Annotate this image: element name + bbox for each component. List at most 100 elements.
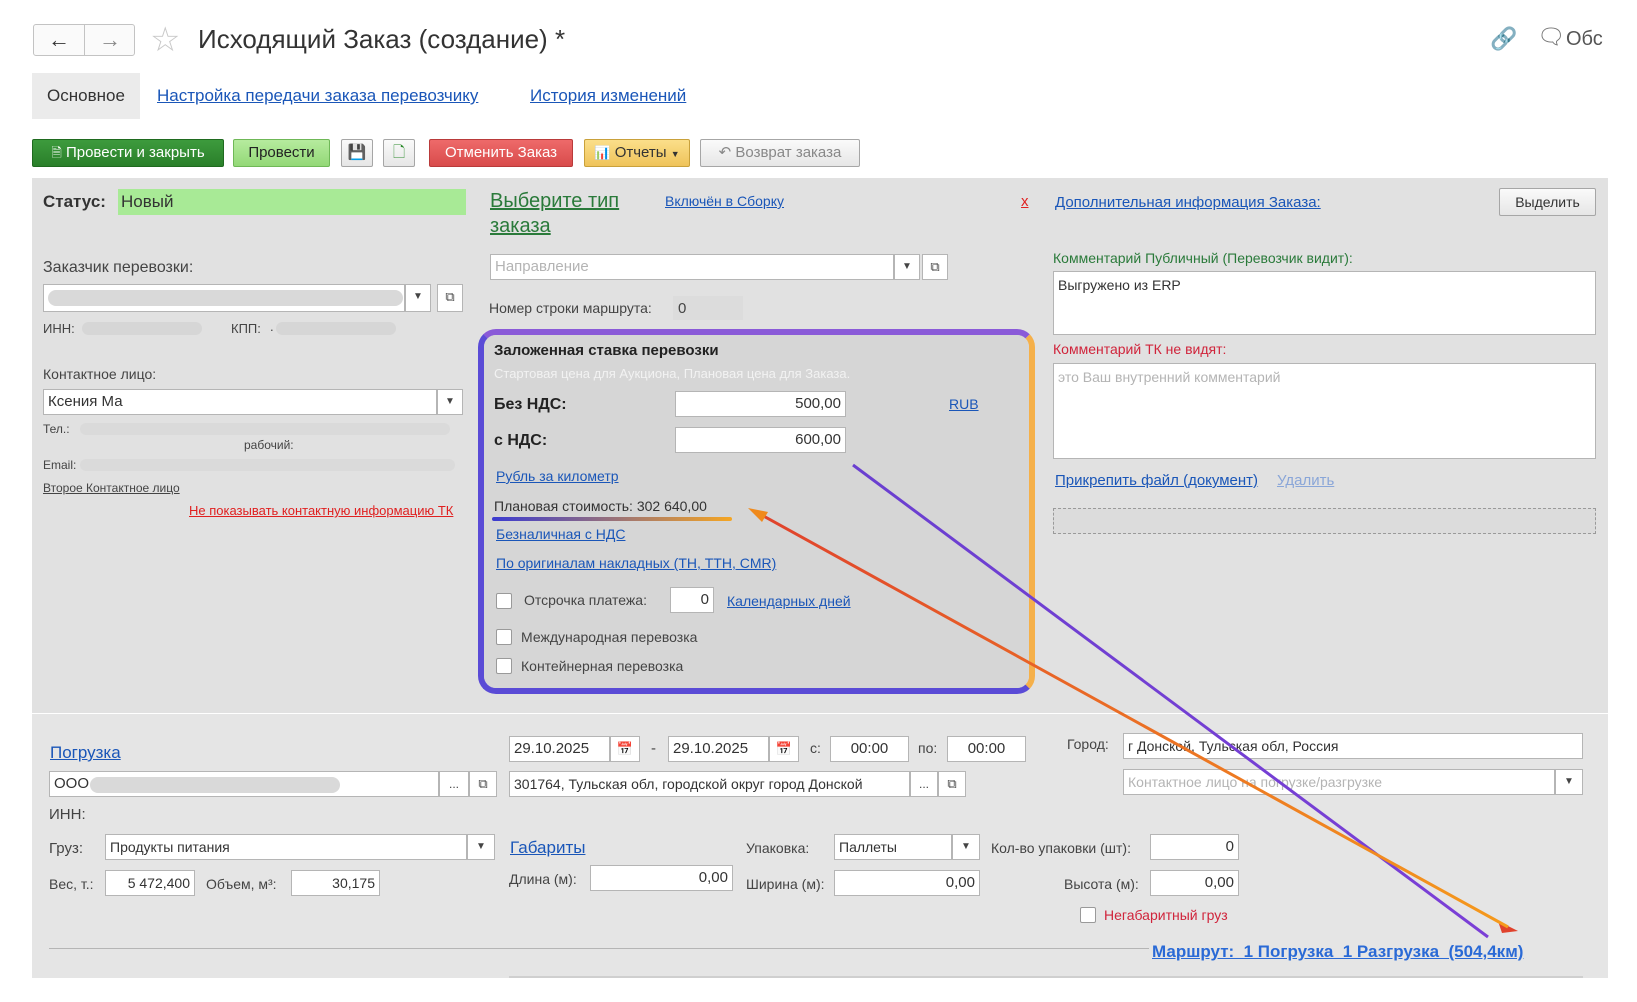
payment-deferral-checkbox[interactable] — [496, 593, 512, 609]
time-from-input[interactable]: 00:00 — [830, 736, 909, 762]
container-checkbox[interactable] — [496, 658, 512, 674]
oversize-checkbox[interactable] — [1080, 907, 1096, 923]
work-phone-label: рабочий: — [244, 438, 294, 452]
post-and-close-button[interactable]: 🗎 Провести и закрыть — [32, 139, 224, 167]
tab-main[interactable]: Основное — [32, 73, 140, 119]
extra-info-link[interactable]: Дополнительная информация Заказа: — [1055, 194, 1321, 211]
date-from-calendar-button[interactable]: 📅 — [610, 736, 640, 762]
reports-label: Отчеты — [614, 144, 667, 161]
email-redacted — [80, 459, 455, 471]
copy-button[interactable]: 🗋 — [383, 139, 415, 167]
loading-company-select-button[interactable]: ... — [439, 771, 469, 797]
phone-label: Тел.: — [43, 422, 70, 436]
currency-link[interactable]: RUB — [949, 396, 979, 412]
packing-field[interactable]: Паллеты — [834, 834, 952, 860]
copy-document-icon: 🗋 — [392, 144, 406, 161]
customer-dropdown-button[interactable]: ▼ — [405, 284, 431, 312]
route-row-label: Номер строки маршрута: — [489, 300, 652, 316]
hide-contacts-link[interactable]: Не показывать контактную информацию ТК — [189, 503, 454, 518]
vat-input[interactable]: 600,00 — [675, 427, 846, 453]
rate-subtitle: Стартовая цена для Аукциона, Плановая це… — [494, 366, 851, 381]
loading-contact-dropdown-button[interactable]: ▼ — [1555, 769, 1583, 795]
volume-input[interactable]: 30,175 — [291, 870, 380, 896]
length-input[interactable]: 0,00 — [590, 865, 733, 891]
tab-history[interactable]: История изменений — [530, 86, 687, 105]
time-to-input[interactable]: 00:00 — [947, 736, 1026, 762]
loading-link[interactable]: Погрузка — [50, 743, 121, 762]
cargo-dropdown-button[interactable]: ▼ — [467, 834, 495, 860]
packing-count-input[interactable]: 0 — [1150, 834, 1239, 860]
public-comment-textarea[interactable]: Выгружено из ERP — [1053, 271, 1596, 335]
direction-dropdown-button[interactable]: ▼ — [894, 254, 920, 280]
packing-dropdown-button[interactable]: ▼ — [952, 834, 980, 860]
link-icon[interactable]: 🔗 — [1490, 26, 1518, 51]
contact-field[interactable]: Ксения Ма — [43, 389, 437, 415]
cashless-vat-link[interactable]: Безналичная с НДС — [496, 526, 626, 542]
direction-field[interactable]: Направление — [490, 254, 894, 280]
date-to-calendar-button[interactable]: 📅 — [769, 736, 799, 762]
loading-contact-placeholder: Контактное лицо на погрузке/разгрузке — [1128, 774, 1383, 790]
direction-open-button[interactable]: ⧉ — [922, 254, 948, 280]
save-button[interactable]: 💾 — [341, 139, 373, 167]
cancel-order-button[interactable]: Отменить Заказ — [429, 139, 573, 167]
cancel-order-label: Отменить Заказ — [444, 144, 558, 161]
cargo-field[interactable]: Продукты питания — [105, 834, 467, 860]
originals-link[interactable]: По оригиналам накладных (ТН, ТТН, CMR) — [496, 555, 777, 571]
length-label: Длина (м): — [509, 871, 577, 887]
weight-label: Вес, т.: — [49, 876, 94, 892]
payment-deferral-input[interactable]: 0 — [670, 587, 714, 613]
loading-address-select-button[interactable]: ... — [910, 771, 938, 797]
chevron-down-icon: ▼ — [670, 149, 680, 159]
chevron-down-icon: ▼ — [961, 841, 971, 852]
ellipsis-icon: ... — [918, 777, 929, 791]
weight-input[interactable]: 5 472,400 — [105, 870, 195, 896]
contact-dropdown-button[interactable]: ▼ — [437, 389, 463, 415]
discuss-label[interactable]: Обс — [1566, 28, 1603, 50]
route-summary-link[interactable]: Маршрут: 1 Погрузка 1 Разгрузка (504,4км… — [1152, 942, 1524, 961]
attachment-drop-area[interactable] — [1053, 508, 1596, 534]
loading-company-open-button[interactable]: ⧉ — [469, 771, 497, 797]
remove-x-link[interactable]: x — [1021, 193, 1029, 210]
tab-carrier-settings[interactable]: Настройка передачи заказа перевозчику — [157, 86, 479, 105]
back-arrow-icon[interactable]: ← — [34, 25, 85, 55]
route-row-value-box — [673, 296, 743, 320]
star-icon[interactable]: ☆ — [150, 21, 181, 59]
post-button[interactable]: Провести — [233, 139, 330, 167]
loading-address-field[interactable]: 301764, Тульская обл, городской округ го… — [509, 771, 910, 797]
highlight-button[interactable]: Выделить — [1499, 188, 1596, 216]
customer-open-button[interactable]: ⧉ — [437, 284, 463, 312]
no-vat-input[interactable]: 500,00 — [675, 391, 846, 417]
forward-arrow-icon[interactable]: → — [99, 27, 121, 52]
included-in-assembly-link[interactable]: Включён в Сборку — [665, 193, 784, 209]
international-checkbox[interactable] — [496, 629, 512, 645]
page-title: Исходящий Заказ (создание) * — [198, 24, 566, 54]
international-label: Международная перевозка — [521, 629, 698, 645]
delete-file-link[interactable]: Удалить — [1277, 472, 1335, 489]
open-window-icon: ⧉ — [930, 259, 940, 274]
width-input[interactable]: 0,00 — [834, 870, 980, 896]
customer-inn-redacted — [82, 322, 202, 335]
loading-address-open-button[interactable]: ⧉ — [938, 771, 966, 797]
date-from-input[interactable]: 29.10.2025 — [509, 736, 610, 762]
choose-order-type-text: Выберите тип заказа — [490, 190, 620, 237]
calendar-days-link[interactable]: Календарных дней — [727, 593, 851, 609]
public-comment-label: Комментарий Публичный (Перевозчик видит)… — [1053, 250, 1353, 266]
reports-button[interactable]: 📊 Отчеты ▼ — [584, 139, 690, 167]
dimensions-link[interactable]: Габариты — [510, 838, 586, 857]
loading-contact-field[interactable]: Контактное лицо на погрузке/разгрузке — [1123, 769, 1555, 795]
loading-company-redacted — [90, 777, 340, 793]
height-input[interactable]: 0,00 — [1150, 870, 1239, 896]
container-label: Контейнерная перевозка — [521, 658, 684, 674]
second-contact-link[interactable]: Второе Контактное лицо — [43, 481, 180, 495]
customer-inn-label: ИНН: — [43, 321, 75, 336]
private-comment-textarea[interactable]: это Ваш внутренний комментарий — [1053, 363, 1596, 459]
date-range-dash: - — [651, 740, 656, 757]
date-to-input[interactable]: 29.10.2025 — [668, 736, 769, 762]
return-order-button[interactable]: ↶ Возврат заказа — [700, 139, 860, 167]
discussion-icon[interactable]: 🗨 — [1537, 24, 1565, 49]
chevron-down-icon: ▼ — [413, 291, 423, 302]
rub-per-km-link[interactable]: Рубль за километр — [496, 468, 619, 484]
attach-file-link[interactable]: Прикрепить файл (документ) — [1055, 472, 1259, 489]
choose-order-type-link[interactable]: Выберите тип заказа — [490, 189, 650, 239]
status-value: Новый — [121, 192, 174, 211]
